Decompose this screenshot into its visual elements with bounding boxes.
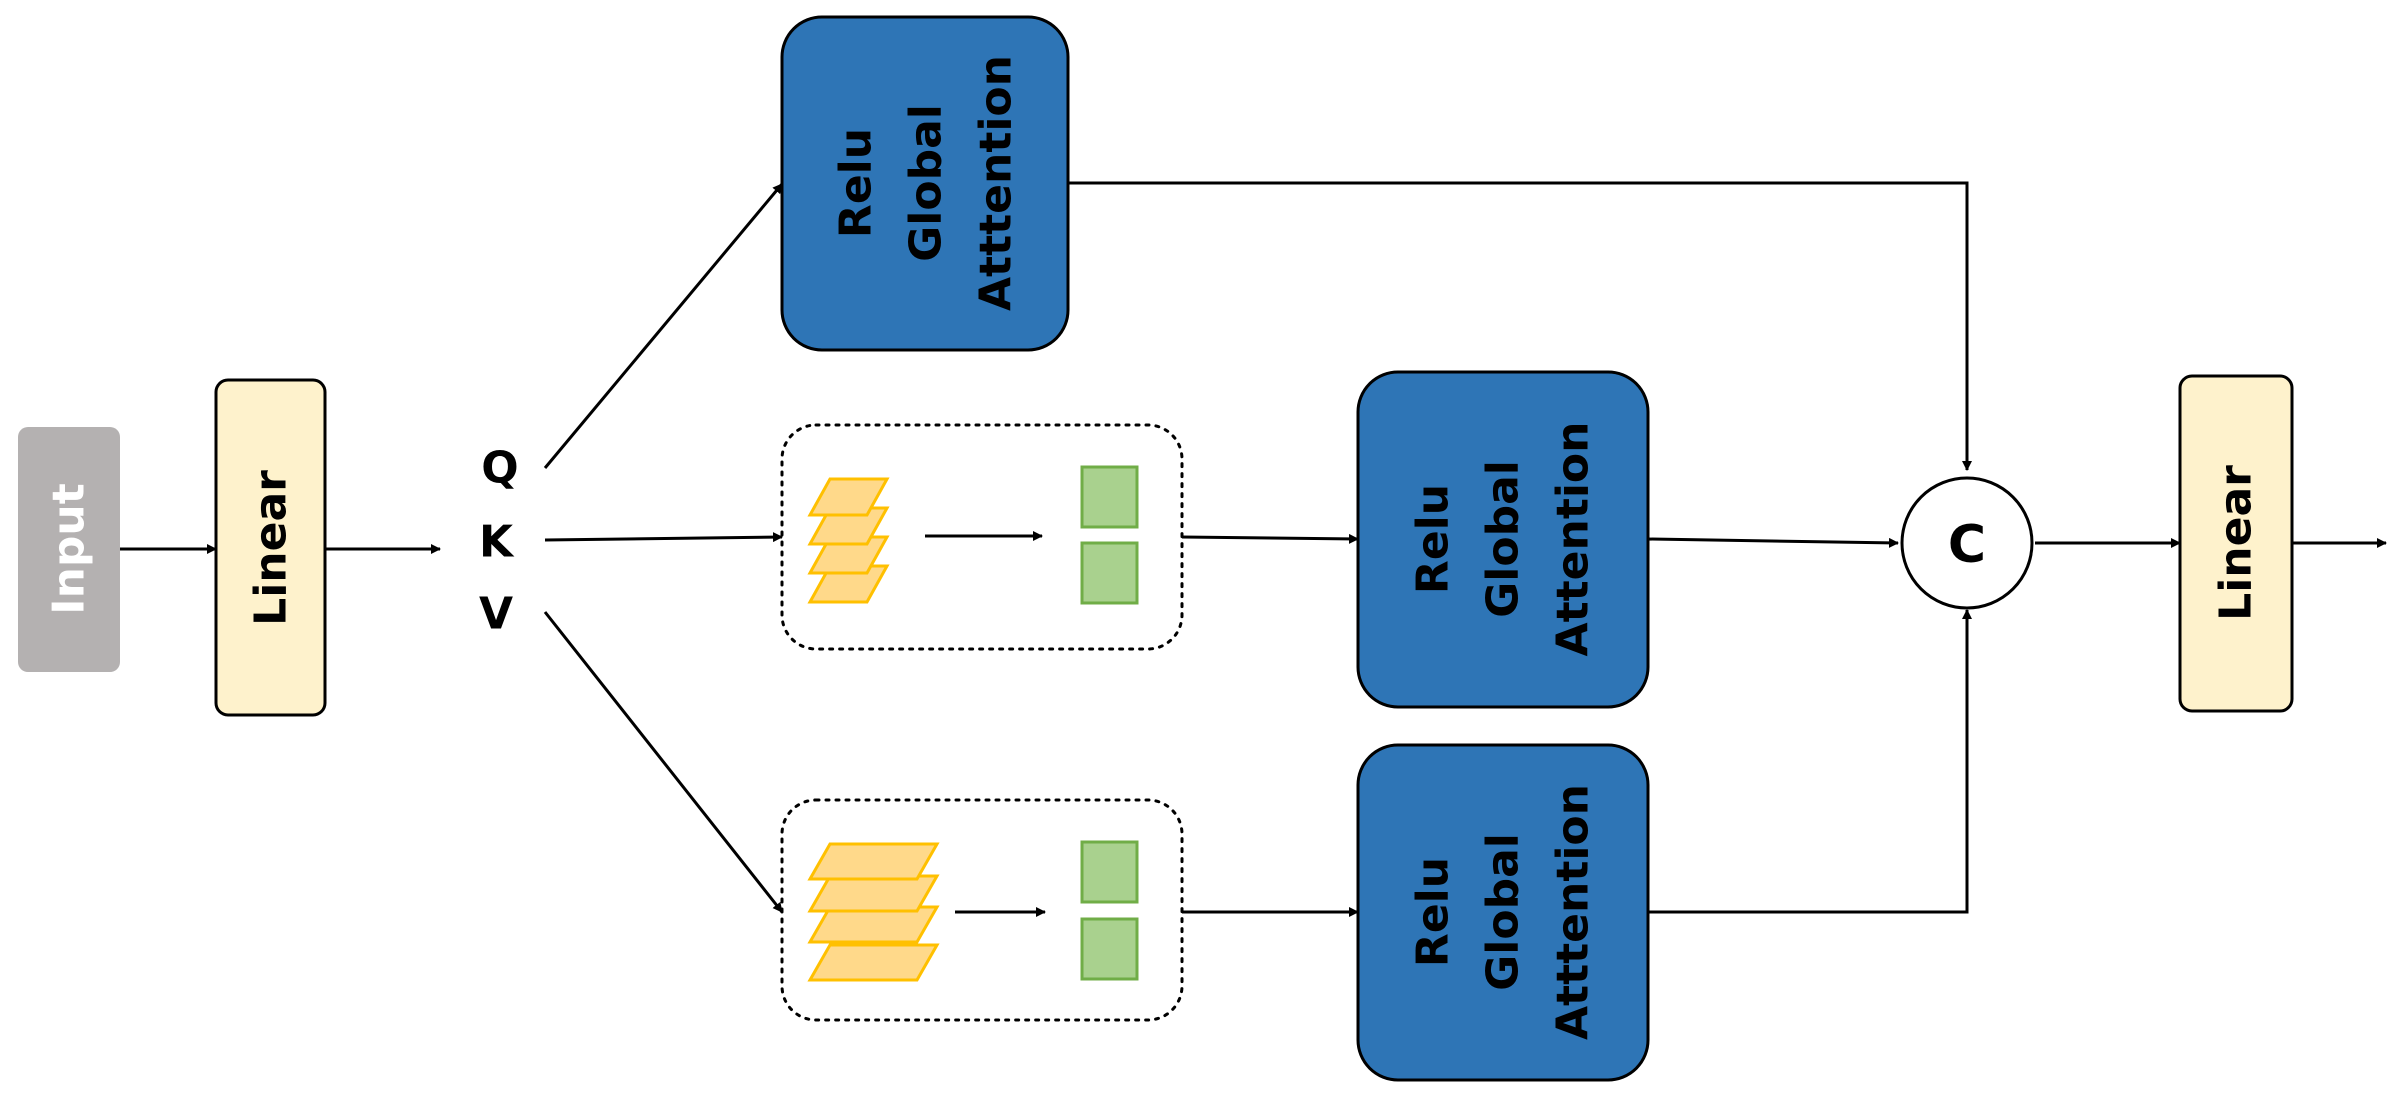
qkv-labels: Q K V (479, 443, 519, 640)
attention-block-middle: Relu Global Attention (1356, 370, 1650, 709)
arrow-middle-attention-to-concat (1647, 537, 1899, 548)
attention-middle-line3: Attention (1548, 422, 1599, 657)
linear-out-block: Linear (2178, 374, 2294, 713)
arrow-k-to-middle-pool (544, 532, 783, 543)
pooled-token-bottom-1 (1080, 840, 1139, 904)
pooled-token-bottom-2 (1080, 917, 1139, 981)
pool-group-middle (780, 423, 1184, 651)
arrow-middle-pool-to-attention (1181, 533, 1359, 544)
attention-bottom-line1: Relu (1408, 857, 1459, 967)
arrow-top-attention-to-concat (1068, 181, 1972, 471)
arrow-bottom-attention-to-concat (1648, 609, 1972, 914)
attention-top-line2: Global (901, 104, 952, 262)
attention-bottom-line3: Atttention (1548, 784, 1599, 1040)
attention-middle-line2: Global (1478, 460, 1529, 618)
pool-group-bottom (780, 798, 1184, 1022)
attention-block-bottom: Relu Global Atttention (1356, 743, 1650, 1082)
concat-node: C (1900, 476, 2034, 610)
arrow-q-to-top-attention (543, 183, 784, 469)
attention-middle-line1: Relu (1408, 484, 1459, 594)
q-label: Q (481, 443, 518, 494)
v-label: V (479, 589, 513, 640)
linear-in-label: Linear (246, 470, 297, 626)
pooled-token-middle-1 (1080, 465, 1139, 529)
feature-stack-middle (807, 477, 890, 604)
arrow-v-to-bottom-pool (543, 611, 784, 913)
input-label: Input (44, 483, 95, 615)
connectors (120, 181, 2387, 917)
attention-top-line1: Relu (831, 128, 882, 238)
linear-in-block: Linear (214, 378, 327, 717)
k-label: K (479, 517, 515, 568)
attention-bottom-line2: Global (1478, 833, 1529, 991)
concat-label: C (1948, 515, 1986, 575)
pooled-token-middle-2 (1080, 541, 1139, 605)
attention-top-line3: Atttention (971, 55, 1022, 311)
attention-block-top: Relu Global Atttention (780, 15, 1070, 352)
linear-out-label: Linear (2211, 465, 2262, 621)
input-block: Input (18, 427, 120, 672)
feature-stack-bottom (807, 842, 940, 982)
